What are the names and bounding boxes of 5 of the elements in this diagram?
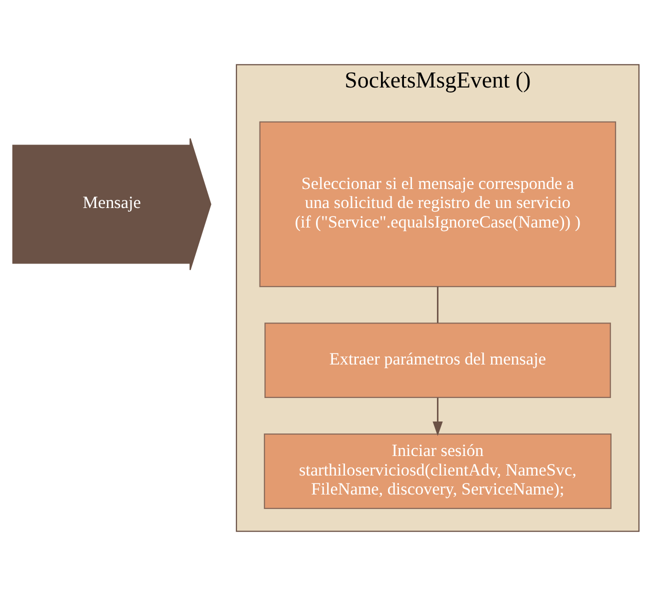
connector	[436, 286, 438, 322]
node-box: Seleccionar si el mensaje corresponde a una solicitud de registro de un servicio (if ("Service".equalsIgnoreCase(Name)) )	[259, 120, 616, 287]
arrow	[432, 397, 443, 436]
node-box: Extraer parámetros del mensaje	[264, 322, 611, 398]
node-box: Iniciar sesión starthiloserviciosd(clientAdv, NameSvc, FileName, discovery, ServiceName);	[264, 433, 612, 508]
